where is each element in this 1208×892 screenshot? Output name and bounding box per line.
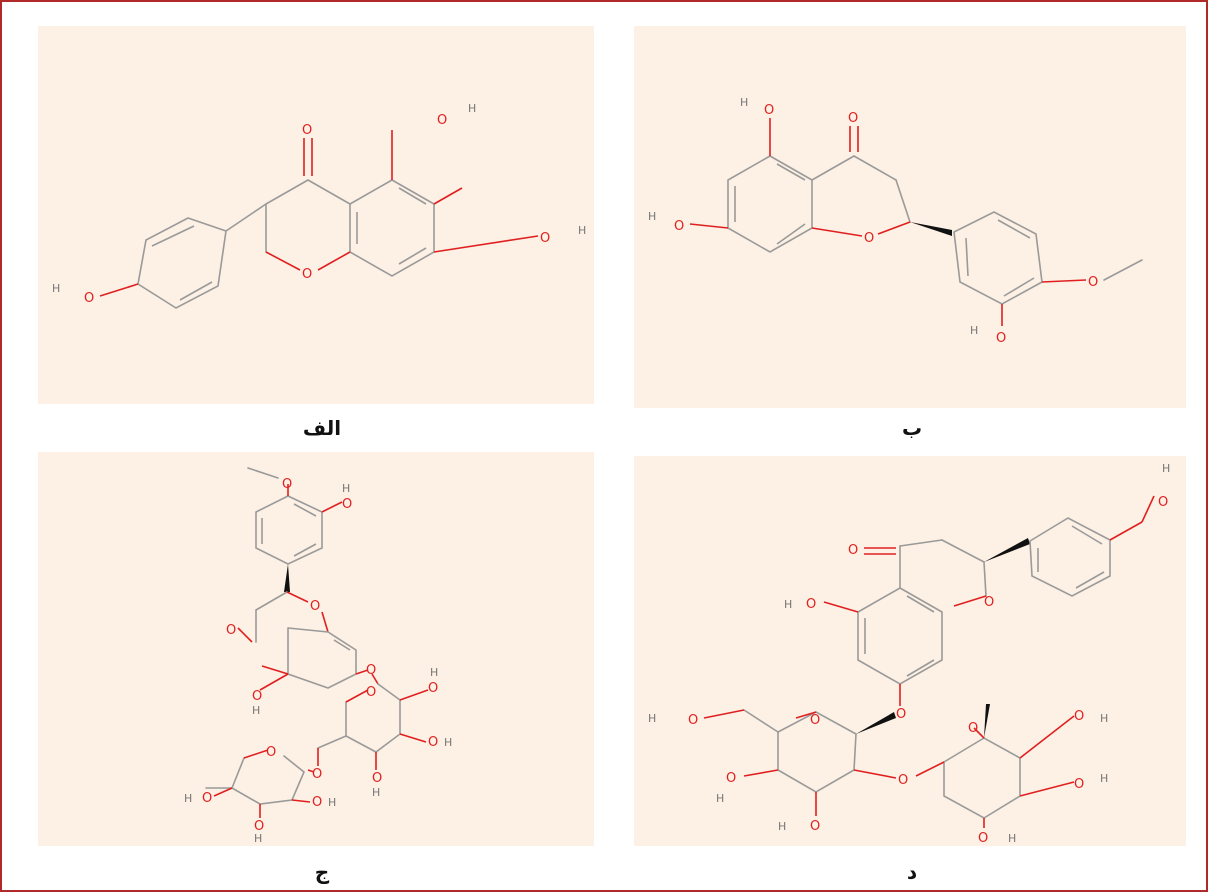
atom-h-glc-4: H (716, 792, 724, 805)
glucose-ring (317, 673, 429, 770)
ring-b (953, 211, 1143, 326)
atom-o-rha-ring: O (968, 721, 978, 736)
caption-c: ج (314, 860, 330, 884)
atom-o-rha-ring: O (266, 745, 276, 760)
atom-h-7: H (648, 210, 656, 223)
atom-o-ring: O (864, 231, 874, 246)
ring-a (857, 587, 943, 685)
ring-a (349, 179, 435, 277)
atom-h-glc-3: H (444, 736, 452, 749)
ring-c (265, 138, 351, 271)
atom-o-glc-4: O (372, 771, 382, 786)
ring-c (864, 539, 987, 607)
caption-d: د (906, 860, 918, 884)
structure-panel-b: O O O H O H O O H (634, 26, 1186, 408)
atom-h-3p: H (970, 324, 978, 337)
atom-o-ring: O (310, 599, 320, 614)
atom-o-glc-3: O (428, 735, 438, 750)
structure-d-svg: O O O H O H O O O H O H O H O O O H O H … (648, 462, 1170, 846)
atom-o-carbonyl: O (226, 623, 236, 638)
atom-h-rha-4: H (1008, 832, 1016, 845)
structure-panel-a: O O O H O H O H (38, 26, 594, 404)
atom-o-link: O (898, 773, 908, 788)
atom-o-7: O (540, 231, 550, 246)
atom-o-5: O (437, 113, 447, 128)
atom-h-5: H (252, 704, 260, 717)
atom-o-ring: O (302, 267, 312, 282)
atom-h-5: H (740, 96, 748, 109)
atom-h-glc-6: H (648, 712, 656, 725)
caption-a: الف (302, 416, 342, 440)
atom-o-glyco: O (366, 663, 376, 678)
ring-c (237, 591, 329, 643)
atom-o-3p: O (996, 331, 1006, 346)
atom-o-methoxy: O (282, 477, 292, 492)
atom-o-rha-3: O (254, 819, 264, 834)
atom-h-rha-4: H (184, 792, 192, 805)
atom-o-7: O (674, 219, 684, 234)
atom-o-carbonyl: O (848, 111, 858, 126)
atom-o-rha-2: O (1074, 709, 1084, 724)
atom-h-rha-2: H (1100, 712, 1108, 725)
atom-o-carbonyl: O (302, 123, 312, 138)
ring-a (259, 627, 369, 691)
atom-o-4p: O (1158, 495, 1168, 510)
ring-b (247, 467, 343, 565)
atom-o-glc-3: O (810, 819, 820, 834)
ring-b (99, 203, 267, 309)
atom-o-carbonyl: O (848, 543, 858, 558)
atom-o-glyco: O (896, 707, 906, 722)
atom-o-5: O (806, 597, 816, 612)
atom-h-3p: H (342, 482, 350, 495)
rhamnose-ring (205, 749, 315, 818)
structure-panel-c: O O H O O O H O O O H O H O H O O O H O … (38, 452, 594, 846)
atom-h-7: H (578, 224, 586, 237)
atom-h-glc-3: H (778, 820, 786, 833)
atom-o-glc-4: O (726, 771, 736, 786)
atom-o-ring: O (984, 595, 994, 610)
structure-panel-d: O O O H O H O O O H O H O H O O O H O H … (634, 456, 1186, 846)
atom-o-methoxy: O (1088, 275, 1098, 290)
atom-o-glc-ring: O (810, 713, 820, 728)
atom-h-rha-3: H (1100, 772, 1108, 785)
structure-b-svg: O O O H O H O O H (648, 96, 1143, 346)
atom-o-rha-3: O (1074, 777, 1084, 792)
atom-h-rha-3: H (254, 832, 262, 845)
atom-o-5: O (764, 103, 774, 118)
structure-c-svg: O O H O O O H O O O H O H O H O O O H O … (184, 467, 452, 845)
atom-o-rha-2: O (312, 795, 322, 810)
atom-h-4p: H (52, 282, 60, 295)
ring-b (1029, 495, 1155, 597)
atom-o-rha-4: O (978, 831, 988, 846)
rhamnose-ring (915, 704, 1075, 828)
atom-h-5: H (784, 598, 792, 611)
structure-a-svg: O O O H O H O H (52, 102, 586, 309)
atom-o-glc-6: O (688, 713, 698, 728)
atom-h-glc-2: H (430, 666, 438, 679)
atom-o-5: O (252, 689, 262, 704)
caption-b: ب (901, 416, 923, 440)
atom-h-5: H (468, 102, 476, 115)
atom-h-rha-2: H (328, 796, 336, 809)
atom-o-glc-2: O (428, 681, 438, 696)
atom-h-4p: H (1162, 462, 1170, 475)
ring-c (811, 126, 911, 237)
ring-a (727, 155, 813, 253)
atom-o-rha-4: O (202, 791, 212, 806)
glucose-ring (703, 709, 897, 816)
atom-h-glc-4: H (372, 786, 380, 799)
atom-o-4p: O (84, 291, 94, 306)
atom-o-link: O (312, 767, 322, 782)
atom-o-3p: O (342, 497, 352, 512)
atom-o-glc-ring: O (366, 685, 376, 700)
